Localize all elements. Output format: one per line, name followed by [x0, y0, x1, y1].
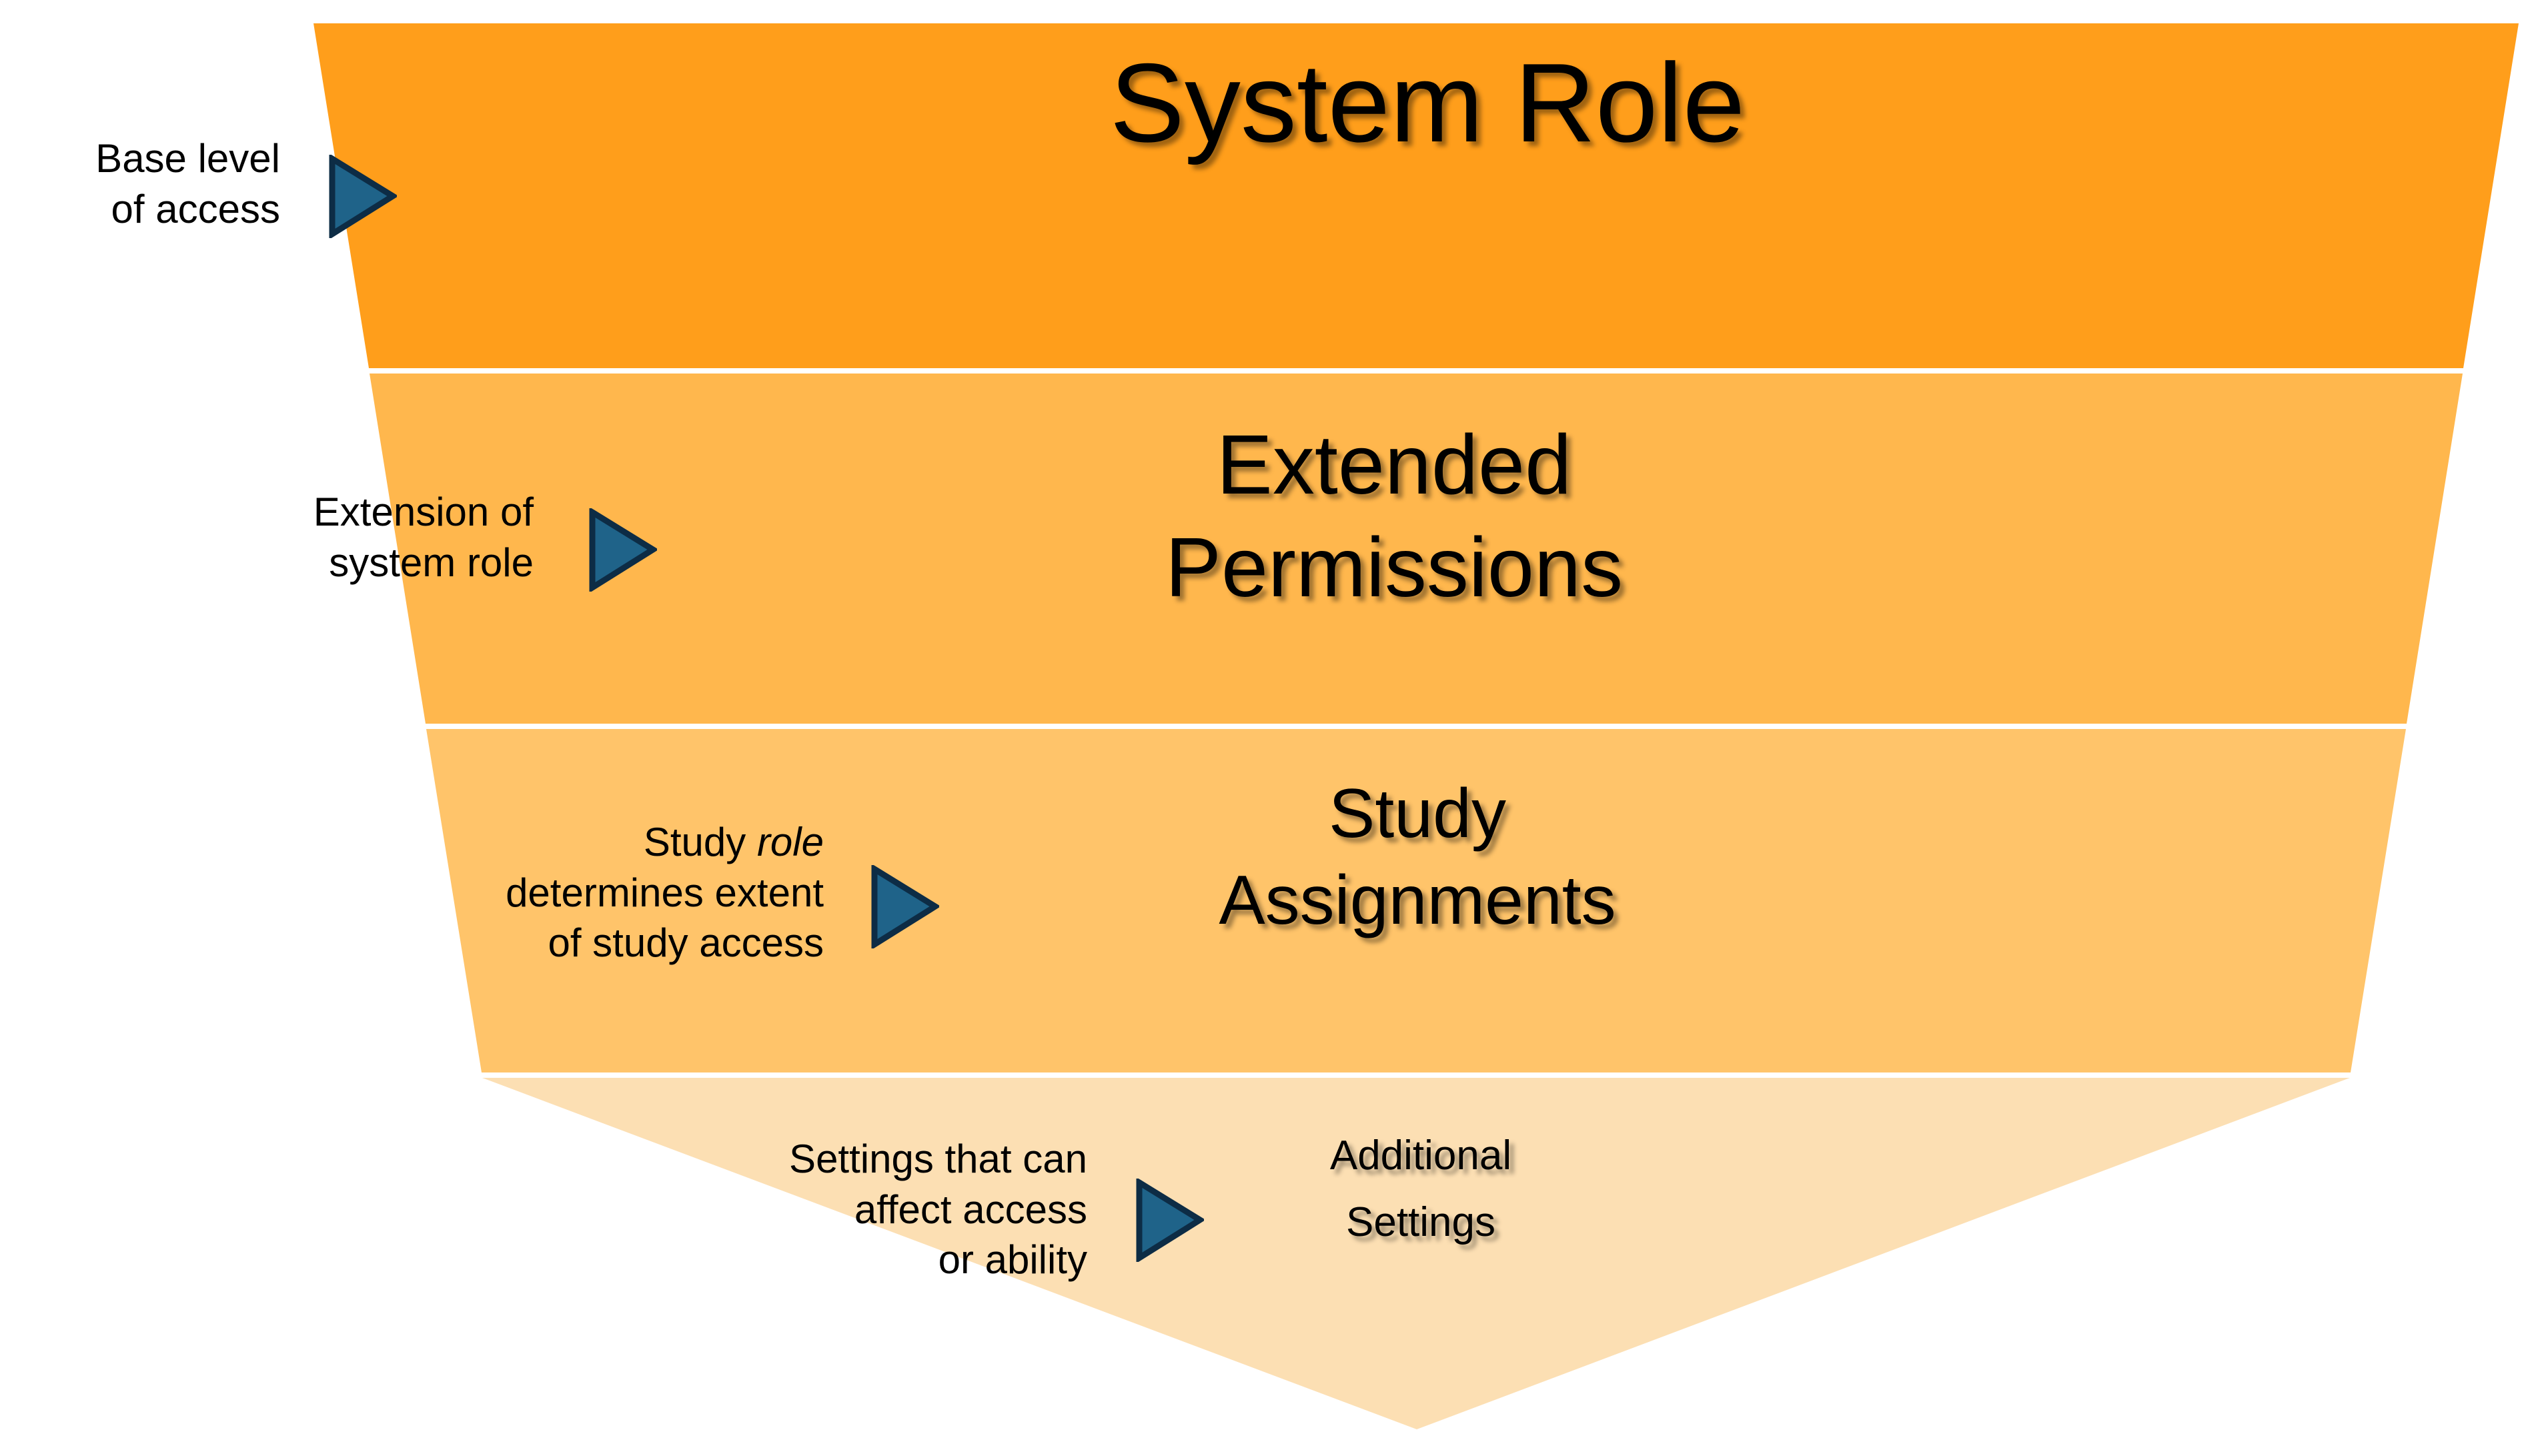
funnel-band-system-role	[313, 23, 2519, 368]
side-label-extension-of-system-role: Extension of system role	[313, 490, 534, 585]
side-label-study-role-determines-extent: Study role determines extent of study ac…	[13, 817, 824, 968]
right-triangle-arrow-icon-system-role	[329, 155, 397, 238]
right-triangle-arrow-icon-additional-settings	[1136, 1179, 1204, 1262]
right-triangle-arrow-icon-study-assignments	[871, 865, 939, 948]
side-label-settings-that-can-affect-access: Settings that can affect access or abili…	[789, 1137, 1087, 1283]
side-label-study-role-prefix: Study	[643, 820, 757, 864]
side-label-study-role-emphasis: role	[756, 820, 824, 864]
funnel-band-study-assignments	[426, 729, 2406, 1072]
funnel-band-additional-settings	[482, 1078, 2350, 1429]
side-label-base-level-of-access: Base level of access	[95, 136, 280, 231]
funnel-band-extended-permissions	[370, 374, 2463, 724]
side-label-study-role-rest: determines extent of study access	[506, 870, 824, 966]
right-triangle-arrow-icon-extended-permissions	[589, 508, 657, 592]
